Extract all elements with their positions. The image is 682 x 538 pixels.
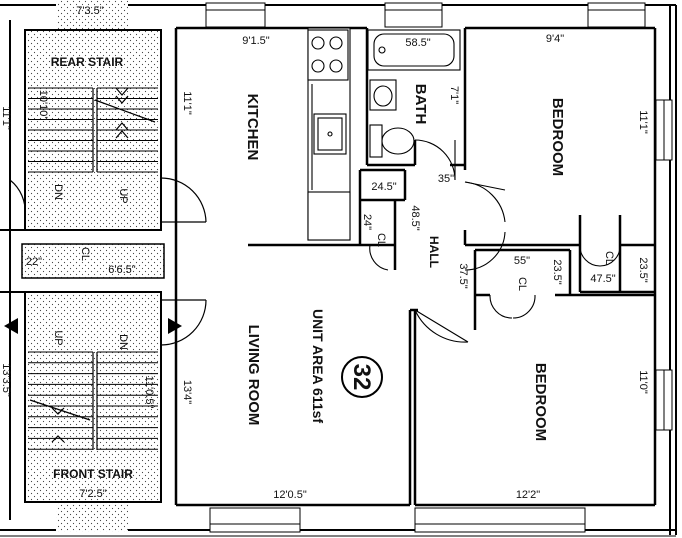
hall-width-a: 48.5" <box>409 205 421 230</box>
kitchen-label: KITCHEN <box>244 94 261 161</box>
hall-door: 35" <box>438 173 454 185</box>
hall-closet-w: 24.5" <box>371 181 396 193</box>
cl-bottom-label: CL <box>516 277 528 291</box>
hall-closet-label: CL <box>375 233 387 247</box>
bedroom-bottom-width: 12'2" <box>516 489 540 501</box>
stair-doors <box>9 177 207 346</box>
bath-depth: 7'1" <box>448 86 460 104</box>
bedroom-top-depth: 11'1" <box>637 110 649 134</box>
left-edge-top: 11'1" <box>0 106 12 130</box>
kitchen-depth: 11'1" <box>181 91 193 115</box>
living-width: 12'0.5" <box>273 489 307 501</box>
cl-top-w: 47.5" <box>590 273 615 285</box>
dn-front: DN <box>117 334 129 350</box>
bedroom-bottom-label: BEDROOM <box>532 363 549 441</box>
hall-label: HALL <box>427 236 441 268</box>
up-rear: UP <box>117 188 129 203</box>
bath-tub: 58.5" <box>405 37 430 49</box>
cl-top-label: CL <box>603 251 615 265</box>
bath-label: BATH <box>412 84 429 125</box>
hall-width-b: 37.5" <box>457 263 469 288</box>
stair-rails <box>29 87 156 450</box>
stair-closet-label: CL <box>79 247 91 261</box>
dn-rear: DN <box>52 184 64 200</box>
living-room-label: LIVING ROOM <box>245 325 262 426</box>
bath-fixtures <box>367 29 461 158</box>
kitchen-fixtures <box>307 27 351 241</box>
stair-closet-width: 6'6.5" <box>108 264 136 276</box>
windows <box>205 2 673 533</box>
stair-core <box>0 0 165 532</box>
bedroom-bottom-depth: 11'0" <box>637 370 649 394</box>
rear-stair-label: REAR STAIR <box>51 55 124 69</box>
left-edge-bottom: 13'3.5" <box>0 363 12 397</box>
stair-closet-depth: 22" <box>26 256 42 268</box>
hall-closet-d: 24" <box>361 214 373 230</box>
front-stair-width: 7'2.5" <box>79 488 107 500</box>
kitchen-width: 9'1.5" <box>242 35 270 47</box>
cl-bottom-w: 55" <box>514 255 530 267</box>
interior-walls <box>174 26 657 507</box>
doors <box>369 139 621 343</box>
cl-bottom-d: 23.5" <box>551 259 563 284</box>
labels: REAR STAIR 7'3.5" 10'10" DN UP FRONT STA… <box>0 5 649 501</box>
living-depth: 13'4" <box>181 380 193 404</box>
exterior-walls <box>0 4 677 537</box>
bedroom-top-label: BEDROOM <box>549 98 566 176</box>
front-stair-length: 11'0.5" <box>143 376 155 409</box>
rear-stair-length: 10'10" <box>37 90 49 121</box>
bedroom-top-width: 9'4" <box>546 33 564 45</box>
front-stair-label: FRONT STAIR <box>53 467 133 481</box>
cl-top-d: 23.5" <box>637 257 649 282</box>
up-front: UP <box>52 330 64 345</box>
rear-stair-width: 7'3.5" <box>76 5 104 17</box>
unit-badge <box>341 356 383 398</box>
unit-number: 32 <box>348 364 375 391</box>
unit-area: UNIT AREA 611sf <box>310 309 326 423</box>
